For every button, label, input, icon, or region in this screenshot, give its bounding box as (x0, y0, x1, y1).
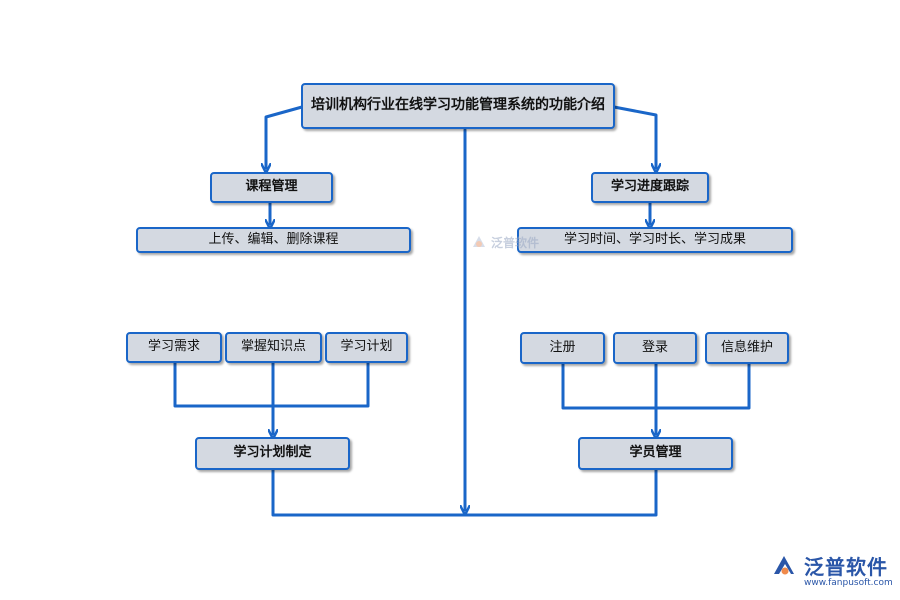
input-login: 登录 (613, 332, 697, 364)
student-management-node: 学员管理 (578, 437, 733, 470)
course-actions-node: 上传、编辑、删除课程 (136, 227, 411, 253)
plan-making-node: 学习计划制定 (195, 437, 350, 470)
connector-title-to-course (266, 105, 304, 168)
fanpu-logo: 泛普软件 www.fanpusoft.com (770, 551, 893, 588)
title-node: 培训机构行业在线学习功能管理系统的功能介绍 (301, 83, 615, 129)
fanpu-logo-icon (774, 555, 794, 574)
course-management-node: 课程管理 (210, 172, 333, 203)
progress-tracking-node: 学习进度跟踪 (591, 172, 709, 203)
input-register: 注册 (520, 332, 605, 364)
connector-title-to-progress (612, 105, 656, 168)
center-watermark: 泛普软件 (470, 233, 539, 251)
progress-metrics-node: 学习时间、学习时长、学习成果 (517, 227, 793, 253)
connector-bottom-join (271, 468, 658, 517)
logo-url: www.fanpusoft.com (804, 578, 893, 588)
logo-text: 泛普软件 (804, 555, 888, 579)
fanpu-logo-icon (473, 236, 485, 247)
input-learning-plan: 学习计划 (325, 332, 408, 363)
input-info-maintenance: 信息维护 (705, 332, 789, 364)
center-watermark-text: 泛普软件 (491, 235, 540, 250)
input-learning-needs: 学习需求 (126, 332, 222, 363)
input-knowledge-points: 掌握知识点 (225, 332, 322, 363)
